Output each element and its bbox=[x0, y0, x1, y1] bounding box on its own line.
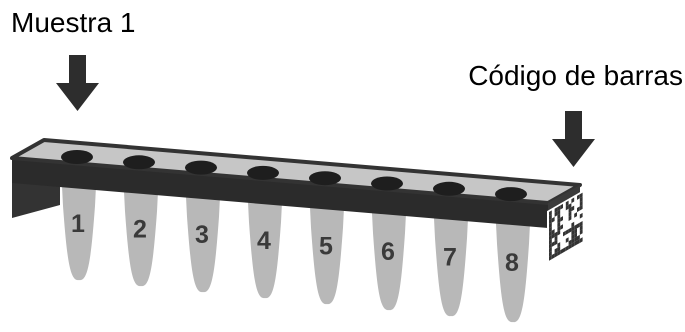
well bbox=[309, 171, 341, 186]
wells-group bbox=[61, 150, 527, 202]
tube-number: 6 bbox=[381, 238, 395, 266]
sample-1-label: Muestra 1 bbox=[11, 7, 136, 38]
tube-number: 5 bbox=[319, 232, 333, 260]
tube bbox=[247, 182, 283, 299]
tube-number: 4 bbox=[257, 227, 271, 255]
well bbox=[433, 181, 465, 196]
well bbox=[61, 150, 93, 164]
well bbox=[123, 155, 155, 170]
well bbox=[247, 165, 279, 180]
tube-number: 2 bbox=[133, 216, 147, 244]
tube bbox=[371, 193, 407, 311]
well bbox=[371, 176, 403, 191]
strip-front-face bbox=[12, 158, 548, 228]
tube-number: 7 bbox=[443, 244, 457, 272]
well bbox=[495, 187, 527, 202]
barcode-label: Código de barras bbox=[468, 60, 683, 91]
sample-arrow-icon bbox=[56, 55, 99, 111]
tube bbox=[433, 198, 469, 317]
barcode-arrow-icon bbox=[552, 111, 595, 167]
barcode-icon bbox=[547, 189, 585, 264]
tube bbox=[309, 187, 345, 305]
tube bbox=[123, 171, 159, 287]
tube-numbers-group: 1 2 3 4 5 6 7 8 bbox=[71, 210, 519, 277]
tube-number: 3 bbox=[195, 221, 209, 249]
tube bbox=[61, 166, 97, 281]
well bbox=[185, 160, 217, 175]
tubes-group bbox=[61, 166, 531, 323]
tube bbox=[495, 203, 531, 323]
tube bbox=[185, 176, 221, 293]
tube-number: 8 bbox=[505, 249, 519, 277]
tube-number: 1 bbox=[71, 210, 85, 238]
